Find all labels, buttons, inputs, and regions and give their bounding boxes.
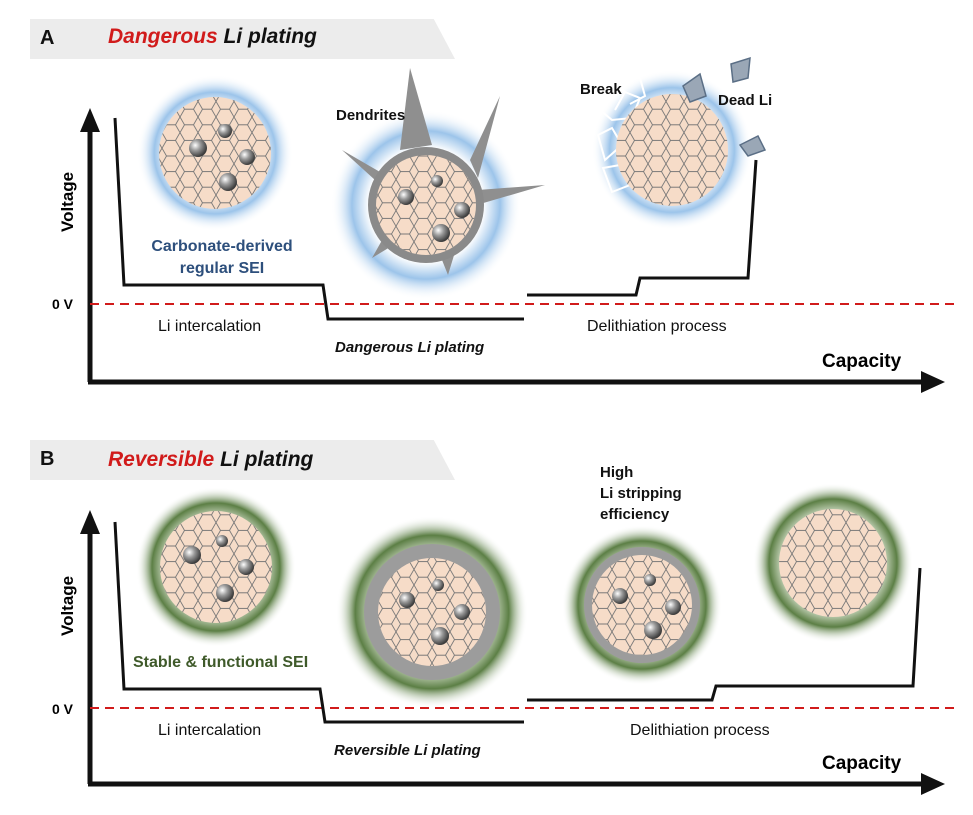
panel-a-title: Dangerous Li plating (108, 25, 317, 49)
panel-a-y-axis-label: Voltage (58, 171, 77, 232)
panel-a-dead-li-label: Dead Li (718, 92, 773, 109)
panel-a-particle-regular-sei (137, 75, 293, 231)
panel-b-letter: B (40, 448, 55, 470)
panel-a-stage2-keyword: Dangerous (335, 339, 414, 356)
panel-a-break-label: Break (580, 81, 622, 98)
panel-a-stage2-rest: Li plating (413, 339, 485, 356)
panel-a-axes (80, 108, 955, 393)
panel-a-title-keyword: Dangerous (108, 25, 218, 48)
panel-b-y-arrowhead (80, 510, 100, 534)
panel-b-title-rest: Li plating (214, 448, 314, 471)
panel-b-stage2-rest: Li plating (409, 742, 481, 759)
panel-a-sei-line1: Carbonate-derived (151, 238, 293, 255)
panel-a-stage2-label: Dangerous Li plating (335, 339, 484, 356)
panel-b-stage3-label: Delithiation process (630, 722, 770, 739)
panel-b-high-line1: High (600, 464, 634, 481)
panel-a-sei-line2: regular SEI (179, 260, 265, 277)
panel-a-x-arrowhead (921, 371, 945, 393)
panel-b-title: Reversible Li plating (108, 448, 313, 472)
panel-b-title-tab (30, 440, 455, 480)
panel-a-stage3-label: Delithiation process (587, 318, 727, 335)
panel-b-high-line2: Li stripping (600, 485, 682, 502)
panel-a-charge-curve (527, 159, 758, 297)
panel-b-particle-stripping (562, 525, 722, 685)
panel-b-y-axis-label: Voltage (58, 575, 77, 636)
panel-a-title-rest: Li plating (217, 25, 317, 48)
panel-b-particle-stable-sei (136, 487, 296, 647)
panel-b-charge-curve (527, 567, 922, 702)
panel-b-particle-plated (336, 516, 528, 708)
panel-b-stage2-label: Reversible Li plating (334, 742, 481, 759)
dead-li-fragment-icon (682, 72, 707, 103)
panel-b-high-efficiency-label: High Li stripping efficiency (600, 462, 682, 525)
panel-a-sei-label: Carbonate-derived regular SEI (142, 236, 302, 280)
panel-a-title-tab (30, 19, 455, 59)
panel-b-x-axis-label: Capacity (822, 753, 902, 774)
panel-b-discharge-curve (113, 521, 524, 724)
panel-b-sei-label: Stable & functional SEI (133, 654, 309, 671)
panel-a-particle-dendrites (331, 68, 545, 300)
panel-b-axes (80, 510, 955, 795)
panel-a-dendrites-label: Dendrites (336, 107, 406, 124)
panel-a-x-axis-label: Capacity (822, 351, 902, 372)
panel-b-stage2-keyword: Reversible (334, 742, 410, 759)
panel-b-high-line3: efficiency (600, 506, 670, 523)
panel-b-stage1-label: Li intercalation (158, 722, 262, 739)
panel-a-letter: A (40, 27, 55, 49)
panel-b-zero-label: 0 V (52, 701, 74, 717)
dendrite-spike-icon (400, 68, 432, 150)
panel-a-y-arrowhead (80, 108, 100, 132)
panel-a-zero-label: 0 V (52, 296, 74, 312)
panel-b-particle-restored (753, 483, 913, 643)
panel-a-particle-broken-sei (592, 56, 767, 230)
panel-a-discharge-curve (113, 117, 524, 321)
panel-b-x-arrowhead (921, 773, 945, 795)
panel-b-title-keyword: Reversible (108, 448, 215, 471)
panel-a-stage1-label: Li intercalation (158, 318, 262, 335)
